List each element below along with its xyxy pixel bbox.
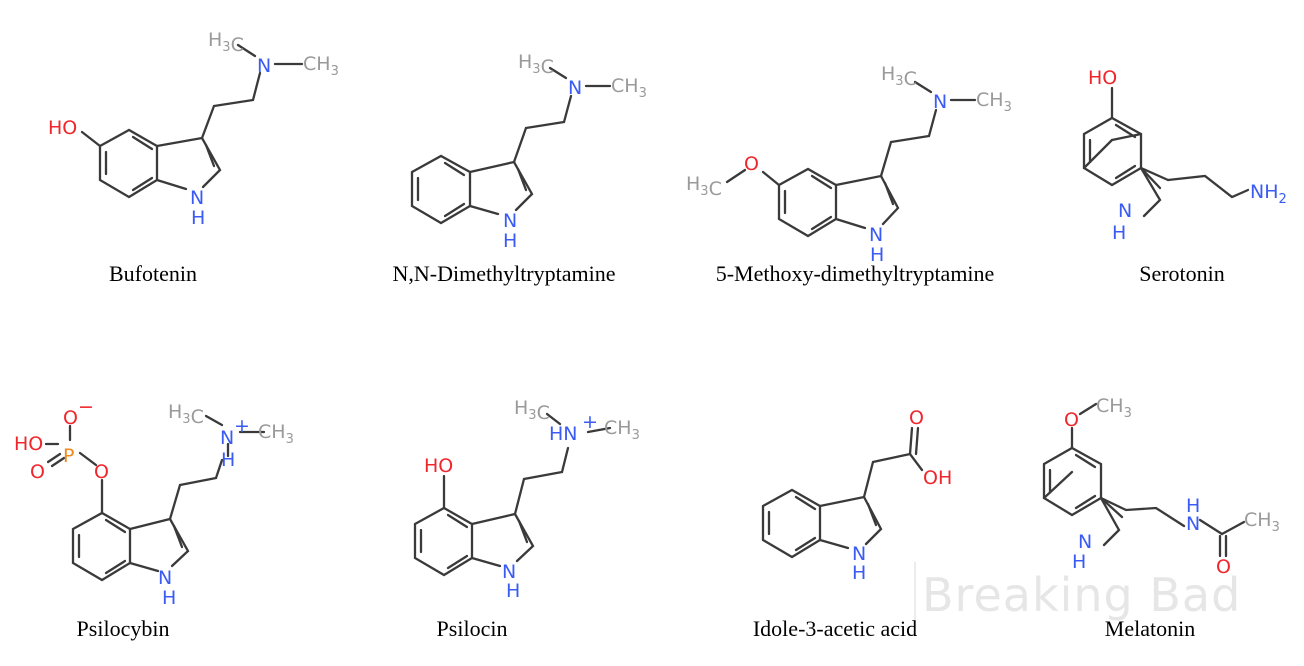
caption-psilocybin: Psilocybin [76, 616, 170, 641]
caption-bufotenin: Bufotenin [109, 261, 197, 286]
amine-n-label: N [568, 77, 582, 99]
caption-serotonin: Serotonin [1139, 261, 1225, 286]
indole-h-label: H [1112, 222, 1126, 244]
methyl-a-label: H3C [208, 29, 244, 56]
phosphate-o3-label: O [94, 461, 109, 483]
phosphate-ho-label: HO [14, 433, 43, 455]
methyl-a-label: H3C [514, 397, 550, 424]
carbonyl-o-label: O [909, 407, 924, 429]
methyl-a-label: H3C [881, 63, 917, 90]
indole-h-label: H [852, 562, 866, 584]
indole-h-label: H [1072, 551, 1086, 573]
watermark-divider [914, 562, 916, 622]
caption-psilocin: Psilocin [436, 616, 508, 641]
molecule-indole-3-acetic-acid: O OH N H [761, 407, 952, 584]
amine-n-label: N [257, 55, 271, 77]
methyl-b-label: CH3 [604, 417, 640, 443]
molecule-psilocin: HO N H HN + H3C CH3 [413, 397, 640, 602]
methyl-b-label: CH3 [976, 89, 1012, 115]
caption-indole-3-acetic-acid: Idole-3-acetic acid [752, 616, 918, 641]
methoxy-methyl-label: H3C [686, 173, 722, 200]
indole-h-label: H [503, 230, 517, 252]
amine-nh2-label: NH2 [1250, 181, 1287, 207]
methoxy-o-label: O [1064, 409, 1079, 431]
phosphorus-label: P [63, 445, 74, 467]
methoxy-o-label: O [744, 153, 759, 175]
indole-h-label: H [870, 244, 884, 266]
methoxy-methyl-label: CH3 [1096, 395, 1132, 421]
molecule-dmt: N H N H3C CH3 [410, 51, 647, 252]
charge-plus: + [234, 415, 250, 437]
indole-n-label: N [503, 210, 517, 232]
amine-n-label: N [220, 427, 234, 449]
amide-n-label: N [1186, 513, 1200, 535]
hydroxyl-label: HO [1088, 67, 1117, 89]
molecule-bufotenin: HO N H N H3C CH3 [48, 29, 339, 229]
indole-n-label: N [852, 543, 866, 565]
amide-h-label: H [1186, 495, 1200, 517]
indole-n-label: N [502, 561, 516, 583]
indole-n-label: N [158, 567, 172, 589]
indole-n-label: N [1078, 531, 1092, 553]
caption-dmt: N,N-Dimethyltryptamine [392, 261, 616, 286]
molecule-5-meo-dmt: O H3C N H N H3C CH3 [686, 63, 1012, 266]
carboxyl-oh-label: OH [923, 467, 952, 489]
amine-h-label: H [221, 449, 235, 471]
methyl-b-label: CH3 [258, 421, 294, 447]
indole-h-label: H [162, 587, 176, 609]
hydroxyl-label: HO [424, 455, 453, 477]
hydroxyl-label: HO [48, 117, 77, 139]
caption-5-meo-dmt: 5-Methoxy-dimethyltryptamine [715, 261, 995, 286]
molecule-serotonin: HO N H NH2 [1082, 67, 1287, 244]
indole-n-label: N [1118, 200, 1132, 222]
methyl-a-label: H3C [518, 51, 554, 78]
indole-n-label: N [190, 187, 204, 209]
watermark-text: Breaking Bad [922, 568, 1242, 622]
phosphate-o2-label: O [30, 461, 45, 483]
indole-h-label: H [191, 207, 205, 229]
phosphate-o-minus-label: O [63, 407, 78, 429]
amine-n-label: N [933, 91, 947, 113]
indole-h-label: H [506, 580, 520, 602]
molecule-melatonin: O CH3 H N O CH3 N H [1042, 395, 1280, 578]
methyl-a-label: H3C [168, 401, 204, 428]
methyl-b-label: CH3 [303, 53, 339, 79]
charge-plus: + [582, 411, 598, 433]
caption-melatonin: Melatonin [1104, 616, 1196, 641]
indole-n-label: N [869, 224, 883, 246]
charge-minus: − [78, 396, 94, 418]
methyl-b-label: CH3 [611, 75, 647, 101]
amide-o-label: O [1216, 556, 1231, 578]
molecule-psilocybin: O − HO P O O N H N + H H3C CH3 [14, 396, 294, 609]
acetyl-methyl-label: CH3 [1244, 509, 1280, 535]
amine-hn-label: HN [549, 423, 578, 445]
